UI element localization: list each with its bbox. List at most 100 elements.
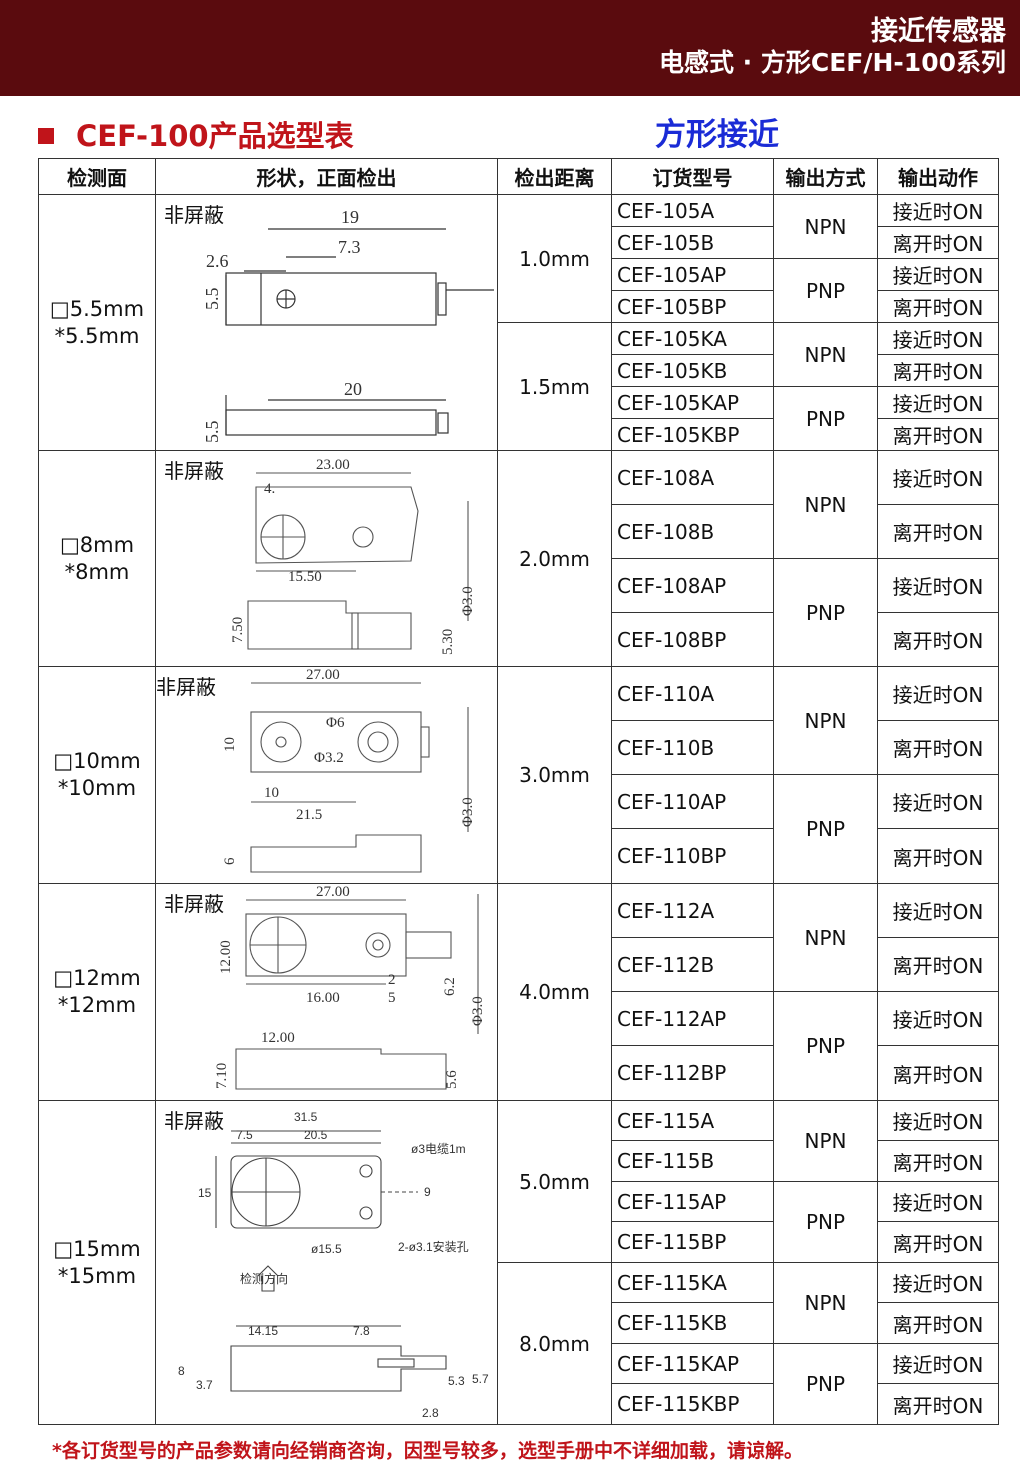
dim-label: ø15.5	[311, 1242, 342, 1256]
output-action: 离开时ON	[877, 1140, 999, 1182]
output-type: PNP	[773, 1181, 878, 1263]
dim-label: 20	[344, 379, 362, 399]
table-row: CEF-115B 离开时ON	[39, 1140, 999, 1182]
detection-distance: 8.0mm	[497, 1262, 612, 1425]
output-type: PNP	[773, 991, 878, 1101]
shape-label: 非屏蔽	[156, 675, 217, 699]
order-model: CEF-112BP	[611, 1045, 774, 1101]
table-row: CEF-110B 离开时ON	[39, 720, 999, 775]
output-action: 离开时ON	[877, 1383, 999, 1425]
table-row: □8mm *8mm 非屏蔽 23.00 4. 15.50 7.50 5.30	[38, 450, 999, 667]
table-row: □10mm *10mm 非屏蔽 27.00 Φ6 Φ3.2 10 10 21.	[38, 666, 999, 884]
detection-face: □15mm *15mm	[38, 1100, 156, 1425]
output-type: PNP	[773, 774, 878, 884]
table-row: □12mm *12mm 非屏蔽 27.00 12.00 16.00 2 5 6	[38, 883, 999, 1101]
order-model: CEF-105KB	[611, 354, 774, 387]
output-action: 接近时ON	[877, 386, 999, 419]
output-action: 接近时ON	[877, 1262, 999, 1303]
order-model: CEF-105KAP	[611, 386, 774, 419]
order-model: CEF-110AP	[611, 774, 774, 829]
output-action: 接近时ON	[877, 1100, 999, 1141]
table-row: CEF-112AP PNP 接近时ON	[39, 991, 999, 1101]
output-action: 离开时ON	[877, 720, 999, 775]
detection-face: □10mm *10mm	[38, 666, 156, 884]
table-row: CEF-115KB 离开时ON	[39, 1302, 999, 1344]
column-header: 检测面	[38, 158, 156, 195]
output-action: 离开时ON	[877, 612, 999, 667]
output-type: PNP	[773, 558, 878, 667]
output-action: 接近时ON	[877, 194, 999, 227]
output-type: NPN	[773, 194, 878, 259]
dim-label: 7.50	[230, 617, 246, 643]
column-header: 形状，正面检出	[155, 158, 498, 195]
sensor-drawing-10mm: 27.00 Φ6 Φ3.2 10 10 21.5 Φ3.0 6	[222, 668, 476, 873]
dim-label: Φ3.2	[314, 750, 344, 766]
dim-label: 21.5	[296, 807, 322, 823]
dim-label: 2.6	[206, 251, 229, 271]
order-model: CEF-115B	[611, 1140, 774, 1182]
table-row: CEF-115KAP PNP 接近时ON	[39, 1343, 999, 1425]
table-row: CEF-115KBP 离开时ON	[39, 1383, 999, 1425]
order-model: CEF-112B	[611, 937, 774, 992]
dim-label: 7.8	[353, 1324, 370, 1338]
section-title-text: CEF-100产品选型表	[76, 119, 354, 153]
column-header: 输出动作	[877, 158, 999, 195]
dim-label: Φ3.0	[470, 996, 486, 1026]
output-action: 离开时ON	[877, 418, 999, 451]
order-model: CEF-105AP	[611, 258, 774, 291]
dim-label: 检测方向	[240, 1271, 288, 1286]
order-model: CEF-108A	[611, 450, 774, 505]
output-action: 离开时ON	[877, 1221, 999, 1263]
dim-label: 7.5	[236, 1128, 253, 1142]
order-model: CEF-105BP	[611, 290, 774, 323]
shape-label: 非屏蔽	[164, 203, 224, 227]
output-action: 离开时ON	[877, 1045, 999, 1101]
dim-label: Φ3.0	[460, 586, 476, 616]
output-action: 离开时ON	[877, 937, 999, 992]
dim-label: 23.00	[316, 457, 350, 473]
output-action: 接近时ON	[877, 1343, 999, 1384]
dim-label: ø3电缆1m	[411, 1142, 466, 1156]
dim-label: 6.2	[442, 977, 458, 996]
output-type: PNP	[773, 386, 878, 451]
dim-label: 5.7	[472, 1372, 489, 1386]
output-action: 接近时ON	[877, 883, 999, 938]
table-row: 1.5mm CEF-105KA NPN 接近时ON	[39, 322, 999, 451]
order-model: CEF-110BP	[611, 828, 774, 884]
table-row: CEF-110BP 离开时ON	[39, 828, 999, 884]
output-action: 接近时ON	[877, 991, 999, 1046]
table-row: CEF-108B 离开时ON	[39, 504, 999, 559]
dim-label: 12.00	[261, 1030, 295, 1046]
order-model: CEF-112A	[611, 883, 774, 938]
column-header: 检出距离	[497, 158, 612, 195]
selection-table: 检测面 形状，正面检出 检出距离 订货型号 输出方式 输出动作 □5.5mm *…	[38, 158, 999, 1425]
dim-label: 2.8	[422, 1406, 439, 1420]
shape-label: 非屏蔽	[164, 892, 224, 916]
table-row: CEF-112BP 离开时ON	[39, 1045, 999, 1101]
output-type: NPN	[773, 1100, 878, 1182]
table-row: CEF-115AP PNP 接近时ON	[39, 1181, 999, 1263]
sensor-drawing-5-5mm: 19 7.3 2.6 5.5 20 5.5	[202, 207, 494, 443]
output-action: 接近时ON	[877, 558, 999, 613]
sensor-drawing-12mm: 27.00 12.00 16.00 2 5 6.2 Φ3.0 12.00 7.1…	[214, 885, 486, 1090]
dim-label: 31.5	[294, 1110, 318, 1124]
shape-label: 非屏蔽	[164, 459, 224, 483]
table-row: CEF-110AP PNP 接近时ON	[39, 774, 999, 884]
sensor-drawing-8mm: 23.00 4. 15.50 7.50 5.30 Φ3.0	[230, 457, 476, 655]
detection-distance: 2.0mm	[497, 450, 612, 667]
square-bullet-icon	[38, 128, 54, 144]
detection-face: □8mm *8mm	[38, 450, 156, 667]
section-title: CEF-100产品选型表	[38, 116, 354, 156]
shape-drawing-cell: 非屏蔽 19 7.3 2.6 5.5 20 5.5	[155, 194, 498, 451]
output-type: NPN	[773, 1262, 878, 1344]
table-row: CEF-108AP PNP 接近时ON	[39, 558, 999, 667]
dim-label: 5	[388, 990, 396, 1006]
detection-distance: 1.0mm	[497, 194, 612, 323]
dim-label: 9	[424, 1185, 431, 1199]
detection-face: □12mm *12mm	[38, 883, 156, 1101]
column-header: 订货型号	[611, 158, 774, 195]
shape-drawing-cell: 非屏蔽 27.00 Φ6 Φ3.2 10 10 21.5 Φ3.0	[155, 666, 498, 884]
dim-label: Φ3.0	[460, 797, 476, 827]
shape-drawing-cell: 非屏蔽 27.00 12.00 16.00 2 5 6.2 Φ3.0	[155, 883, 498, 1101]
header-banner: 接近传感器 电感式 · 方形CEF/H-100系列	[0, 0, 1020, 96]
